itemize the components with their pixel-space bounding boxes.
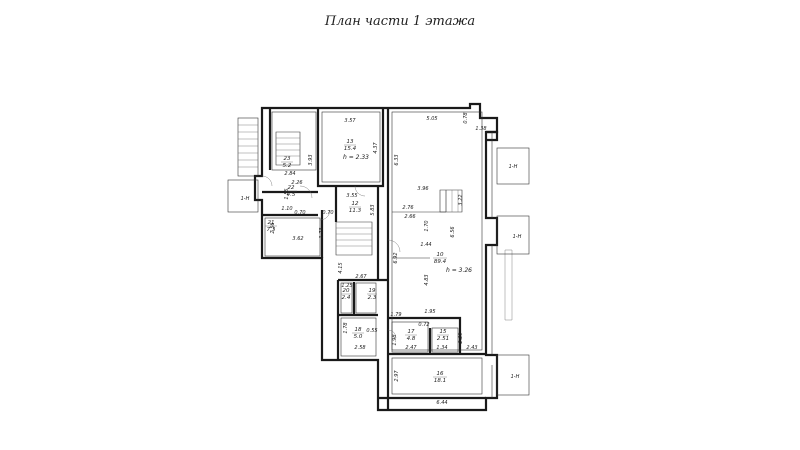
room-area: 18.1 xyxy=(434,378,446,384)
dimension: 2.47 xyxy=(405,345,417,351)
room-area: 7.3 xyxy=(267,227,276,233)
room-number: 21 xyxy=(268,220,275,226)
dimension: 3.22 xyxy=(458,194,464,205)
entrance-labels: 1-Н 1-Н 1-Н 1-Н xyxy=(241,164,522,380)
dimension: 0.78 xyxy=(463,112,469,123)
dimension: 1.38 xyxy=(475,126,486,132)
dimension: 1.25 xyxy=(341,283,352,289)
dimension: 4.37 xyxy=(373,142,379,154)
dimension: 3.55 xyxy=(346,193,357,199)
dimension: 1.34 xyxy=(436,345,447,351)
entrance-label: 1-Н xyxy=(509,164,518,170)
dimension: 2.29 xyxy=(458,332,464,343)
room-area: 5.2 xyxy=(283,163,292,169)
dimension: 2.66 xyxy=(404,214,415,220)
dimension: 0.55 xyxy=(366,328,377,334)
room-area: 15.4 xyxy=(344,146,357,152)
room-number: 23 xyxy=(284,156,291,162)
dimension: 3.57 xyxy=(344,118,356,124)
room-number: 12 xyxy=(352,201,359,207)
room-area: 89.4 xyxy=(434,259,447,265)
entrance-label: 1-Н xyxy=(241,196,250,202)
entrances xyxy=(227,117,530,396)
dimension-labels: 3.57 5.05 0.78 1.38 4.37 6.33 3.93 2.84 … xyxy=(270,112,487,406)
dimension: 2.67 xyxy=(355,274,367,280)
entrance-label: 1-Н xyxy=(511,374,520,380)
interior-walls xyxy=(262,108,486,410)
dimension: 1.55 xyxy=(284,188,290,199)
room-height: h = 3.26 xyxy=(446,267,472,274)
dimension: 0.70 xyxy=(294,210,305,216)
room-area: 2.3 xyxy=(368,295,377,301)
dimension: 6.56 xyxy=(450,226,456,237)
dimension: 2.84 xyxy=(284,171,295,177)
room-area: 4.8 xyxy=(407,336,416,342)
dimension: 3.96 xyxy=(417,186,428,192)
room-area: 2.4 xyxy=(342,295,351,301)
room-area: 2.51 xyxy=(437,336,449,342)
room-number: 13 xyxy=(347,139,354,145)
dimension: 4.15 xyxy=(338,262,344,273)
dimension: 3.62 xyxy=(292,236,303,242)
room-number: 20 xyxy=(343,288,350,294)
dimension: 2.56 xyxy=(270,222,276,233)
room-height: h = 2.33 xyxy=(343,154,369,161)
left-stair xyxy=(237,117,259,177)
dimension: 4.83 xyxy=(424,274,430,285)
dimension: 1.79 xyxy=(390,312,401,318)
doors xyxy=(261,175,401,339)
room-number: 18 xyxy=(355,327,362,333)
room-number: 19 xyxy=(369,288,376,294)
room-number: 16 xyxy=(437,371,444,377)
room-number: 17 xyxy=(408,329,415,335)
dimension: 1.73 xyxy=(319,227,325,238)
dimension: 2.76 xyxy=(402,205,413,211)
room-number: 15 xyxy=(440,329,447,335)
right-porch-top xyxy=(496,147,530,185)
dimension: 3.93 xyxy=(308,154,314,165)
dimension: 5.83 xyxy=(370,204,376,215)
dimension: 1.70 xyxy=(424,220,430,231)
dimension: 2.43 xyxy=(466,345,477,351)
dimension: 1.98 xyxy=(392,334,398,345)
room-area: 5.0 xyxy=(354,334,363,340)
dimension: 1.78 xyxy=(343,322,349,333)
room-area: 4.5 xyxy=(287,192,296,198)
dimension: 0.70 xyxy=(322,210,333,216)
room-area: 11.3 xyxy=(349,208,362,214)
dimension: 6.92 xyxy=(393,252,399,263)
right-porch-middle xyxy=(496,215,530,255)
dimension: 6.44 xyxy=(436,400,447,406)
dimension: 5.05 xyxy=(426,116,437,122)
dimension: 0.72 xyxy=(418,322,429,328)
dimension: 2.97 xyxy=(394,370,400,382)
dimension: 6.33 xyxy=(394,154,400,165)
dimension: 1.44 xyxy=(420,242,431,248)
plan-title: План части 1 этажа xyxy=(324,14,476,29)
dimension: 2.58 xyxy=(354,345,365,351)
dimension: 1.95 xyxy=(424,309,435,315)
entrance-label: 1-Н xyxy=(513,234,522,240)
room-number: 10 xyxy=(437,252,444,258)
dimension: 2.26 xyxy=(291,180,302,186)
room-number: 22 xyxy=(288,185,295,191)
dimension: 1.10 xyxy=(281,206,292,212)
partitions xyxy=(264,111,483,395)
windows xyxy=(491,132,513,398)
interior-stairs xyxy=(275,131,463,256)
right-porch-bottom xyxy=(496,354,530,396)
room-labels: 23 5.2 13 15.4 h = 2.33 22 4.5 12 11.3 2… xyxy=(265,139,472,384)
left-porch xyxy=(227,179,259,213)
